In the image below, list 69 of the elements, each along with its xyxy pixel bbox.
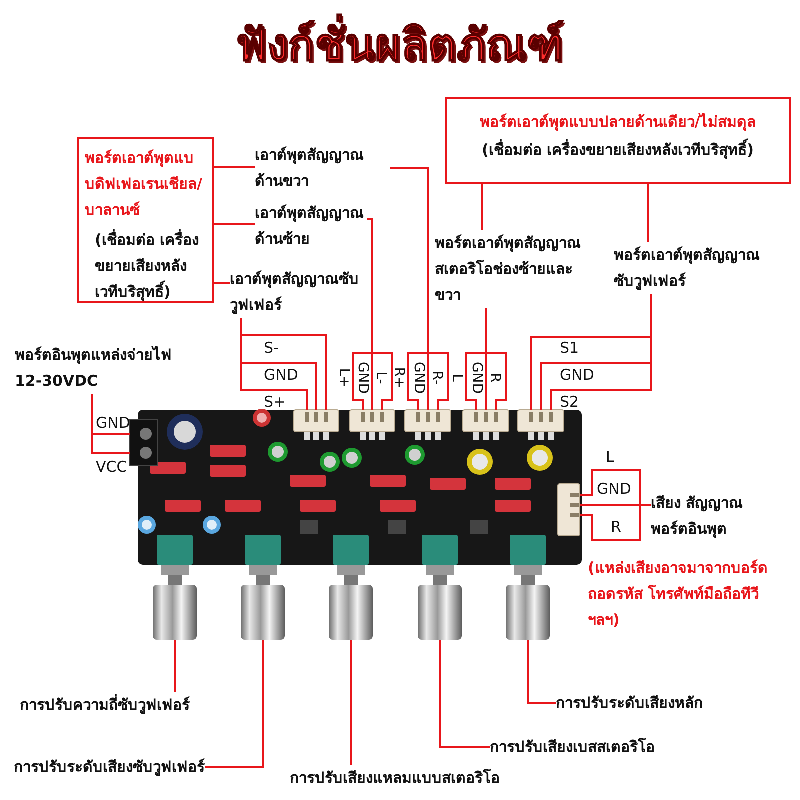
pin-label: S+ xyxy=(264,393,286,411)
leader-line xyxy=(240,318,327,410)
callout-text: (เชื่อมต่อ เครื่องขยายเสียงหลังเวทีบริสุทธิ์) xyxy=(94,228,200,304)
pin-label: GND xyxy=(560,366,594,384)
leader-line xyxy=(174,640,176,692)
pin-label: GND xyxy=(469,362,485,394)
pin-label: GND xyxy=(411,362,427,394)
leader-line xyxy=(527,640,556,704)
pin-label: L+ xyxy=(336,368,352,388)
pin-label: S2 xyxy=(560,393,580,411)
rotary-knob xyxy=(153,535,197,640)
pin-label: R+ xyxy=(391,367,407,389)
leader-line xyxy=(214,282,230,284)
callout-text: เอาต์พุตสัญญาณซับวูฟเฟอร์ xyxy=(230,266,360,318)
pin-label: S1 xyxy=(560,339,580,357)
leader-line xyxy=(439,640,490,748)
rotary-knob xyxy=(418,535,462,640)
callout-text: การปรับระดับเสียงหลัก xyxy=(556,690,703,716)
leader-line xyxy=(350,640,352,765)
note-text: (แหล่งเสียงอาจมาจากบอร์ดถอดรหัส โทรศัพท์มือถือทีวี ฯลฯ) xyxy=(588,558,769,631)
pin-label: GND xyxy=(264,366,298,384)
pin-header-connector xyxy=(350,410,396,440)
leader-line xyxy=(647,184,649,242)
pin-label: GND xyxy=(96,414,130,432)
callout-text: การปรับความถี่ซับวูฟเฟอร์ xyxy=(20,692,190,718)
leader-line xyxy=(580,504,651,506)
leader-line xyxy=(214,166,255,168)
callout-text: เอาต์พุตสัญญาณด้านขวา xyxy=(255,142,390,194)
rotary-knob xyxy=(329,535,373,640)
leader-line xyxy=(367,218,373,410)
leader-line xyxy=(390,167,429,410)
title: ฟังก์ชั่นผลิตภัณฑ์ xyxy=(0,14,800,78)
callout-text: พอร์ตเอาต์พุตสัญญาณสเตอริโอช่องซ้ายและขวา xyxy=(435,230,590,308)
leader-line xyxy=(481,184,483,230)
pin-label: L- xyxy=(373,372,389,384)
pin-label: R- xyxy=(429,370,445,386)
callout-text: เอาต์พุตสัญญาณด้านซ้าย xyxy=(255,200,367,252)
leader-line xyxy=(205,640,264,768)
pin-header-connector xyxy=(404,410,452,440)
callout-box xyxy=(77,137,214,303)
pin-label: VCC xyxy=(96,458,128,476)
pin-label: R xyxy=(487,373,503,383)
rotary-knob xyxy=(506,535,550,640)
pin-label: L xyxy=(606,448,614,466)
callout-text: การปรับเสียงเบสสเตอริโอ xyxy=(490,734,655,760)
callout-text: พอร์ตเอาต์พุตสัญญาณซับวูฟเฟอร์ xyxy=(614,242,779,294)
callout-heading: พอร์ตเอาต์พุตแบบปลายด้านเดียว/ไม่สมดุล xyxy=(478,112,758,134)
rotary-knob xyxy=(241,535,285,640)
input-connector xyxy=(558,484,580,536)
callout-heading: พอร์ตเอาต์พุตแบบดิฟเฟอเรนเชียล/บาลานซ์ xyxy=(85,148,204,221)
pin-header-connector xyxy=(294,410,340,440)
callout-text: การปรับเสียงแหลมแบบสเตอริโอ xyxy=(290,765,500,791)
leader-line xyxy=(214,223,255,225)
pin-label: GND xyxy=(597,480,632,498)
callout-text: การปรับระดับเสียงซับวูฟเฟอร์ xyxy=(14,754,205,780)
leader-line xyxy=(91,394,130,435)
screw-terminal xyxy=(130,420,158,466)
callout-text: เสียง สัญญาณพอร์ตอินพุต xyxy=(651,490,776,542)
pin-label: S- xyxy=(264,339,279,357)
leader-line xyxy=(530,294,652,410)
pin-label: L xyxy=(449,374,465,382)
callout-box xyxy=(445,97,791,184)
pin-label: GND xyxy=(355,362,371,394)
pin-header-connector xyxy=(518,410,564,440)
callout-text: พอร์ตอินพุตแหล่งจ่ายไฟ 12-30VDC xyxy=(15,342,200,394)
pin-label: R xyxy=(611,518,622,536)
callout-text: (เชื่อมต่อ เครื่องขยายเสียงหลังเวทีบริสุทธิ์) xyxy=(451,135,785,163)
pin-header-connector xyxy=(462,410,510,440)
leader-line xyxy=(485,308,487,410)
